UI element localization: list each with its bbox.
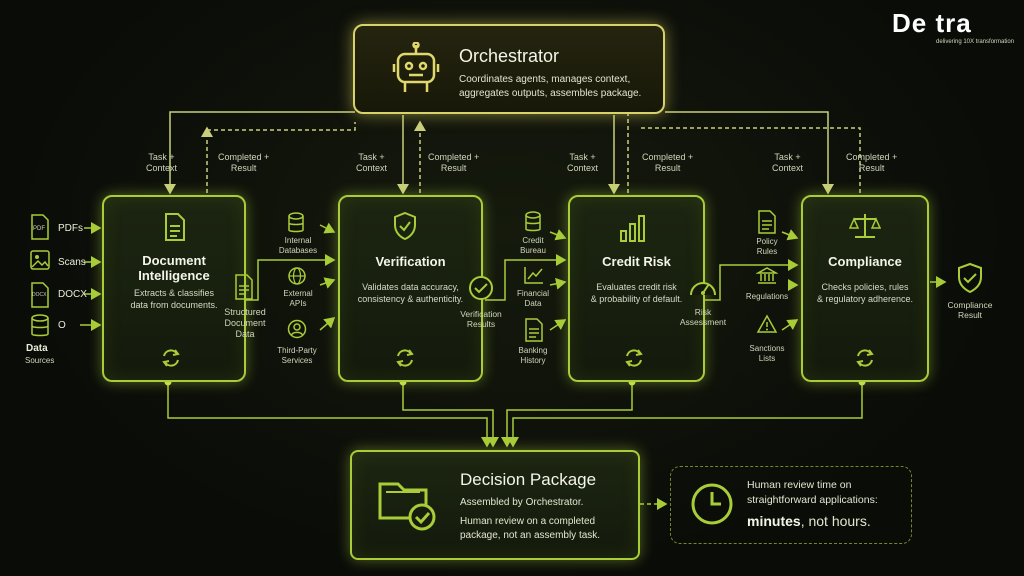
pdf-icon: PDF [31, 214, 49, 240]
decision-package-desc-2: Human review on a completed [460, 516, 596, 527]
orchestrator-desc-1: Coordinates agents, manages context, [459, 74, 631, 85]
review-minutes: minutes [747, 513, 801, 529]
credit-risk-title: Credit Risk [602, 254, 671, 269]
decision-package-box: Decision Package Assembled by Orchestrat… [350, 450, 640, 560]
data-sources-sublabel: Sources [25, 356, 55, 365]
credit-risk-box: Credit Risk Evaluates credit risk& proba… [568, 195, 705, 382]
svg-text:PDF: PDF [33, 226, 45, 232]
data-sources-label: Data [26, 343, 48, 354]
image-scan-icon [30, 250, 50, 270]
trend-chart-icon [524, 267, 543, 284]
source-label-scans: Scans [58, 257, 86, 268]
review-rest: , not hours. [800, 513, 871, 529]
decision-package-title: Decision Package [460, 470, 597, 489]
refresh-icon [856, 349, 874, 367]
decision-package-desc-3: package, not an assembly task. [460, 530, 601, 541]
task-label-1: Task +Context [146, 152, 178, 173]
orchestrator-title: Orchestrator [459, 46, 560, 66]
document-icon [165, 213, 185, 241]
orchestrator-box: Orchestrator Coordinates agents, manages… [353, 24, 665, 114]
check-circle-icon [469, 276, 493, 300]
svg-text:DOCX: DOCX [32, 292, 47, 298]
refresh-icon [625, 349, 643, 367]
bar-chart-icon [620, 215, 645, 242]
human-review-callout: Human review time on straightforward app… [670, 466, 912, 544]
orchestrator-desc-2: aggregates outputs, assembles package. [459, 88, 642, 99]
completed-label-1: Completed +Result [218, 152, 270, 173]
completed-label-4: Completed +Result [846, 152, 898, 173]
policy-document-icon [758, 210, 776, 234]
compliance-title: Compliance [828, 254, 902, 269]
completed-label-3: Completed +Result [642, 152, 694, 173]
refresh-icon [162, 349, 180, 367]
decision-package-desc-1: Assembled by Orchestrator. [460, 497, 584, 508]
user-icon [287, 319, 307, 339]
shield-check-icon [958, 262, 982, 294]
bureau-database-icon [525, 211, 541, 232]
scales-icon [849, 214, 881, 238]
brand-logo: De tra [892, 8, 972, 38]
task-label-3: Task +Context [567, 152, 599, 173]
review-highlight: minutes, not hours. [747, 513, 871, 529]
brand-tagline: delivering 10X transformation [936, 39, 1015, 45]
internal-database-icon [288, 212, 304, 233]
robot-icon [392, 42, 440, 92]
docx-icon: DOCX [31, 282, 49, 308]
source-label-docx: DOCX [58, 289, 87, 300]
verification-title: Verification [375, 254, 446, 269]
refresh-icon [396, 349, 414, 367]
task-label-4: Task +Context [772, 152, 804, 173]
source-label-other: O [58, 320, 66, 331]
warning-icon [756, 314, 778, 333]
globe-icon [288, 267, 306, 285]
review-text-1: Human review time on [747, 479, 852, 491]
structured-document-icon [235, 274, 253, 300]
completed-label-2: Completed +Result [428, 152, 480, 173]
compliance-desc: Checks policies, rules& regulatory adher… [816, 282, 914, 304]
database-icon [31, 314, 49, 337]
shield-check-icon [394, 211, 416, 241]
bank-document-icon [525, 318, 543, 342]
folder-check-icon [378, 482, 436, 531]
clock-icon [691, 483, 733, 525]
source-label-pdfs: PDFs [58, 223, 83, 234]
review-text-2: straightforward applications: [747, 494, 878, 506]
comp-input-2-label: Regulations [745, 292, 789, 301]
compliance-box: Compliance Checks policies, rules& regul… [801, 195, 929, 382]
gauge-icon [690, 282, 716, 296]
government-building-icon [756, 267, 778, 284]
verification-desc: Validates data accuracy,consistency & au… [357, 282, 464, 304]
credit-risk-desc: Evaluates credit risk& probability of de… [590, 282, 683, 304]
verification-box: Verification Validates data accuracy,con… [338, 195, 483, 382]
task-label-2: Task +Context [356, 152, 388, 173]
